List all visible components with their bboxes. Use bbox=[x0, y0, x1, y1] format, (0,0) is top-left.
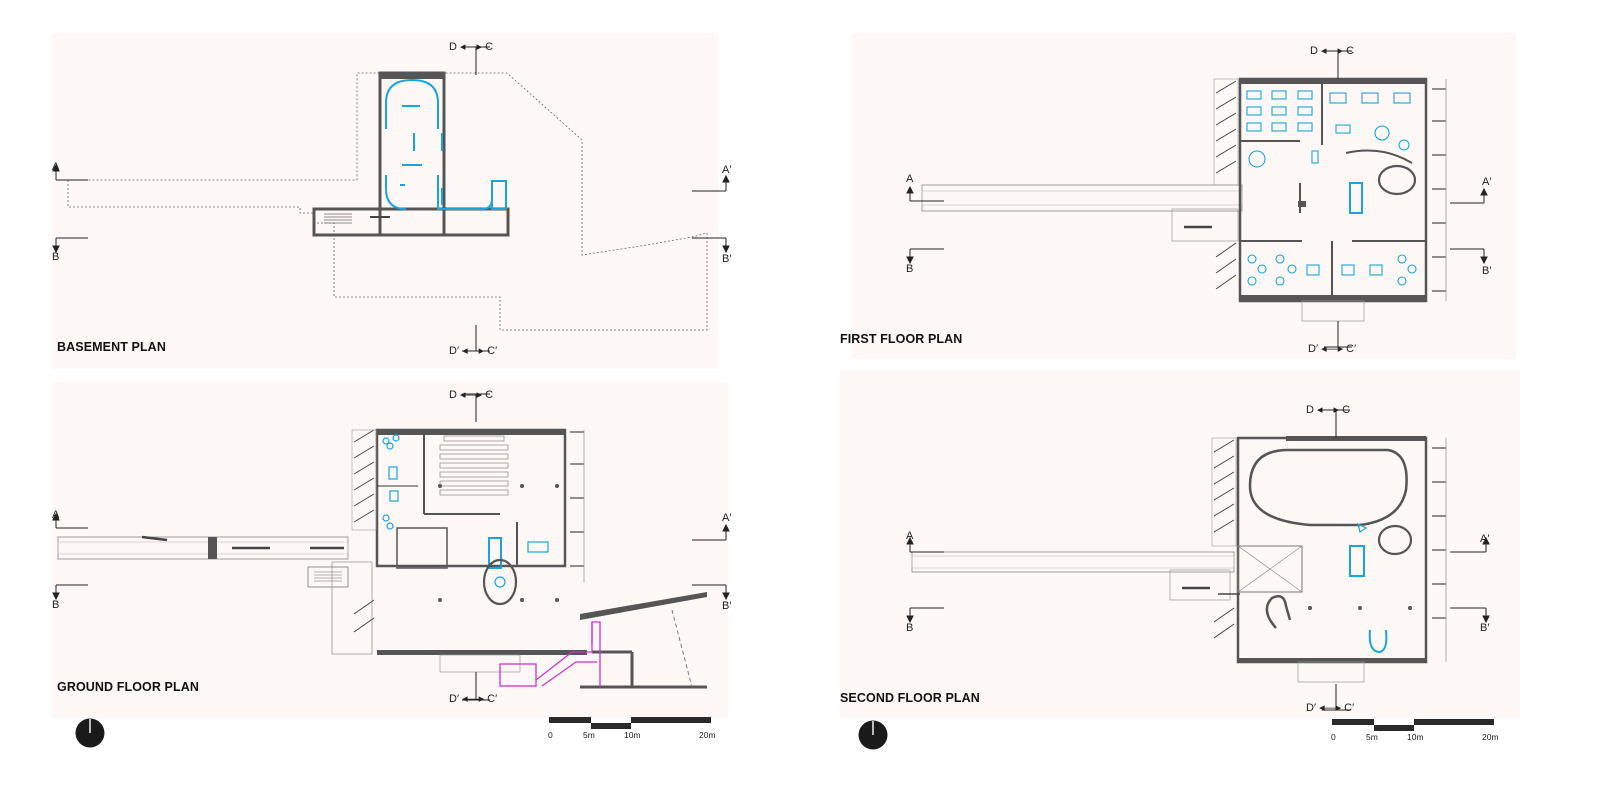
section-marker-b: B bbox=[52, 599, 60, 611]
ground-floor-plan-panel: A B A′ B′ D ◂—▸ C D′ ◂—▸ C′ GROUND FLOOR… bbox=[52, 382, 732, 718]
plan-title-first: FIRST FLOOR PLAN bbox=[840, 332, 963, 346]
section-marker-a: A bbox=[52, 161, 60, 173]
circulation-path bbox=[499, 621, 601, 687]
section-marker-dc: D ◂—▸ C bbox=[1306, 404, 1351, 416]
basement-ramp bbox=[385, 78, 439, 129]
section-marker-dc-prime: D′ ◂—▸ C′ bbox=[1306, 702, 1355, 714]
section-marker-a-prime: A′ bbox=[722, 164, 732, 176]
section-marker-b: B bbox=[906, 263, 914, 275]
section-marker-b-prime: B′ bbox=[1480, 622, 1490, 634]
site-outline bbox=[67, 72, 708, 331]
scale-label-10m: 10m bbox=[1407, 732, 1424, 742]
hatch-icon bbox=[1215, 80, 1237, 290]
scale-label-10m: 10m bbox=[624, 730, 641, 740]
section-marker-dc-prime: D′ ◂—▸ C′ bbox=[1308, 343, 1357, 355]
section-marker-b: B bbox=[52, 251, 60, 263]
staircase-icon bbox=[324, 213, 352, 224]
core-walls bbox=[378, 71, 446, 237]
scale-label-0: 0 bbox=[1331, 732, 1336, 742]
section-marker-a-prime: A′ bbox=[1482, 176, 1492, 188]
hatch-icon bbox=[1213, 439, 1235, 639]
east-wing bbox=[312, 207, 510, 237]
section-marker-a-prime: A′ bbox=[722, 512, 732, 524]
section-marker-a-prime: A′ bbox=[1480, 533, 1490, 545]
section-arrow-icon bbox=[52, 393, 730, 701]
scale-label-0: 0 bbox=[548, 730, 553, 740]
section-marker-a: A bbox=[52, 509, 60, 521]
second-floor-walls bbox=[1236, 436, 1428, 664]
section-marker-b-prime: B′ bbox=[722, 600, 732, 612]
auditorium-seating bbox=[439, 435, 509, 496]
plan-title-second: SECOND FLOOR PLAN bbox=[840, 691, 980, 705]
scale-bar: 0 5m 10m 20m bbox=[1331, 718, 1501, 748]
staircase-icon bbox=[314, 571, 342, 582]
section-marker-b: B bbox=[906, 622, 914, 634]
oval-gallery bbox=[1248, 448, 1408, 527]
section-marker-a: A bbox=[906, 173, 914, 185]
section-marker-b-prime: B′ bbox=[1482, 265, 1492, 277]
second-floor-plan-drawing bbox=[906, 409, 1490, 711]
north-arrow-icon bbox=[858, 720, 888, 750]
section-arrow-icon bbox=[906, 50, 1488, 348]
scale-label-5m: 5m bbox=[1366, 732, 1378, 742]
scale-bar: 0 5m 10m 20m bbox=[548, 716, 718, 746]
scale-label-20m: 20m bbox=[1482, 732, 1499, 742]
section-marker-dc: D ◂—▸ C bbox=[1310, 45, 1355, 57]
ground-floor-plan-drawing bbox=[52, 393, 730, 701]
first-floor-plan-drawing bbox=[906, 50, 1488, 348]
section-marker-dc-prime: D′ ◂—▸ C′ bbox=[449, 345, 498, 357]
office-desks bbox=[1246, 90, 1417, 286]
section-marker-dc: D ◂—▸ C bbox=[449, 41, 494, 53]
section-arrow-icon bbox=[906, 409, 1490, 711]
section-marker-b-prime: B′ bbox=[722, 253, 732, 265]
ground-floor-walls bbox=[375, 428, 567, 568]
section-arrow-icon bbox=[52, 46, 730, 352]
hatch-icon bbox=[353, 429, 375, 633]
north-arrow-icon bbox=[75, 718, 105, 748]
section-marker-a: A bbox=[906, 530, 914, 542]
section-marker-dc-prime: D′ ◂—▸ C′ bbox=[449, 693, 498, 705]
plan-title-basement: BASEMENT PLAN bbox=[57, 340, 166, 354]
second-floor-plan-panel: A B A′ B′ D ◂—▸ C D′ ◂—▸ C′ SECOND FLOOR… bbox=[840, 370, 1520, 718]
first-floor-plan-panel: A B A′ B′ D ◂—▸ C D′ ◂—▸ C′ FIRST FLOOR … bbox=[840, 33, 1516, 359]
scale-label-20m: 20m bbox=[699, 730, 716, 740]
basement-plan-panel: A B A′ B′ D ◂—▸ C D′ ◂—▸ C′ BASEMENT PLA… bbox=[52, 33, 731, 369]
plan-title-ground: GROUND FLOOR PLAN bbox=[57, 680, 199, 694]
basement-plan-drawing bbox=[52, 46, 730, 352]
scale-label-5m: 5m bbox=[583, 730, 595, 740]
section-marker-dc: D ◂—▸ C bbox=[449, 389, 494, 401]
